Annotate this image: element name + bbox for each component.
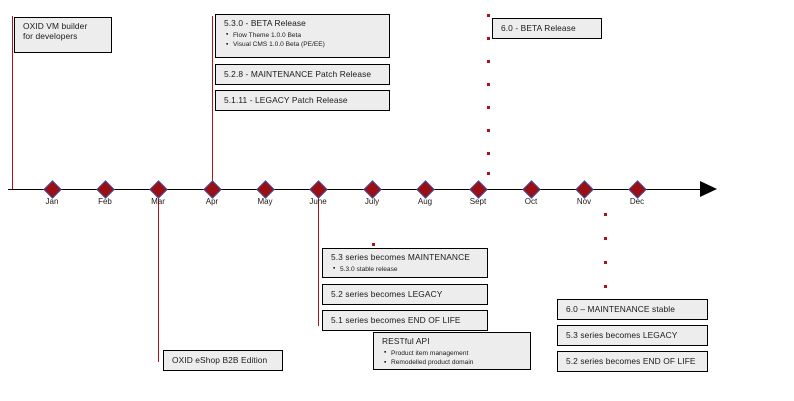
- month-label-july: July: [364, 197, 380, 206]
- callout-title: 5.2 series becomes LEGACY: [331, 288, 443, 299]
- timeline-tick-june[interactable]: [308, 179, 328, 199]
- leader-dotline-july-below: [372, 243, 375, 247]
- callout-oxid-vm-builder[interactable]: OXID VM builder for developers: [14, 17, 112, 53]
- month-label-apr: Apr: [205, 197, 219, 206]
- timeline-tick-may[interactable]: [255, 179, 275, 199]
- callout-release-60-beta[interactable]: 6.0 - BETA Release: [492, 18, 602, 39]
- timeline-tick-apr[interactable]: [202, 179, 222, 199]
- callout-bullet-list: 5.3.0 stable release: [331, 264, 480, 275]
- callout-title: 5.3 series becomes MAINTENANCE: [331, 252, 470, 262]
- callout-title: 5.1 series becomes END OF LIFE: [331, 314, 461, 325]
- leader-dotline-sept-above: [487, 14, 490, 176]
- callout-title: 5.3.0 - BETA Release: [224, 18, 306, 28]
- callout-series-52-eol[interactable]: 5.2 series becomes END OF LIFE: [557, 351, 708, 372]
- month-label-jan: Jan: [45, 197, 59, 206]
- callout-bullet: Visual CMS 1.0.0 Beta (PE/EE): [226, 40, 382, 50]
- callout-bullet-list: Flow Theme 1.0.0 Beta Visual CMS 1.0.0 B…: [224, 30, 382, 50]
- month-label-june: June: [309, 197, 327, 206]
- callout-title: OXID eShop B2B Edition: [172, 354, 268, 365]
- callout-bullet-list: Product item management Remodelled produ…: [382, 348, 523, 368]
- month-label-sept: Sept: [469, 197, 487, 206]
- callout-bullet: Product item management: [384, 348, 523, 359]
- callout-bullet: Flow Theme 1.0.0 Beta: [226, 30, 382, 41]
- timeline-axis: [8, 189, 703, 190]
- leader-dotline-nov-below: [604, 213, 607, 293]
- callout-title: 5.2 series becomes END OF LIFE: [566, 355, 696, 366]
- timeline-tick-dec[interactable]: [627, 179, 647, 199]
- month-label-aug: Aug: [417, 197, 433, 206]
- callout-title-line2: for developers: [23, 30, 78, 41]
- callout-series-53-legacy[interactable]: 5.3 series becomes LEGACY: [557, 325, 708, 346]
- callout-title: OXID VM builder: [23, 21, 88, 31]
- callout-release-530-beta[interactable]: 5.3.0 - BETA Release Flow Theme 1.0.0 Be…: [215, 14, 390, 58]
- callout-bullet: 5.3.0 stable release: [333, 264, 480, 275]
- callout-series-53-maintenance[interactable]: 5.3 series becomes MAINTENANCE 5.3.0 sta…: [322, 248, 488, 278]
- timeline-tick-sept[interactable]: [468, 179, 488, 199]
- leader-line-apr: [212, 16, 213, 190]
- timeline-tick-jan[interactable]: [42, 179, 62, 199]
- month-label-feb: Feb: [98, 197, 112, 206]
- callout-release-60-maintenance[interactable]: 6.0 – MAINTENANCE stable: [557, 299, 708, 320]
- timeline-tick-nov[interactable]: [574, 179, 594, 199]
- callout-title: 5.2.8 - MAINTENANCE Patch Release: [224, 68, 372, 79]
- leader-line-mar-below: [158, 189, 159, 362]
- callout-restful-api[interactable]: RESTful API Product item management Remo…: [373, 332, 531, 370]
- timeline-arrow-icon: [700, 181, 717, 197]
- callout-oxid-eshop-b2b[interactable]: OXID eShop B2B Edition: [163, 350, 283, 371]
- month-label-mar: Mar: [151, 197, 165, 206]
- month-label-oct: Oct: [524, 197, 538, 206]
- timeline-tick-oct[interactable]: [521, 179, 541, 199]
- timeline-tick-feb[interactable]: [95, 179, 115, 199]
- timeline-tick-mar[interactable]: [148, 179, 168, 199]
- month-label-dec: Dec: [629, 197, 645, 206]
- timeline-tick-aug[interactable]: [415, 179, 435, 199]
- callout-title: 5.1.11 - LEGACY Patch Release: [224, 94, 348, 105]
- callout-series-51-eol[interactable]: 5.1 series becomes END OF LIFE: [322, 310, 488, 331]
- leader-line-jan: [12, 16, 13, 190]
- timeline-tick-july[interactable]: [362, 179, 382, 199]
- month-label-may: May: [257, 197, 273, 206]
- callout-bullet: Remodelled product domain: [384, 358, 523, 368]
- callout-series-52-legacy[interactable]: 5.2 series becomes LEGACY: [322, 284, 488, 305]
- callout-title: 6.0 – MAINTENANCE stable: [566, 303, 675, 314]
- callout-release-528-maintenance[interactable]: 5.2.8 - MAINTENANCE Patch Release: [215, 64, 390, 85]
- callout-title: RESTful API: [382, 336, 430, 346]
- month-label-nov: Nov: [576, 197, 592, 206]
- callout-release-5111-legacy[interactable]: 5.1.11 - LEGACY Patch Release: [215, 90, 390, 111]
- callout-title: 6.0 - BETA Release: [501, 22, 576, 33]
- leader-line-june-below: [318, 189, 319, 326]
- callout-title: 5.3 series becomes LEGACY: [566, 329, 678, 340]
